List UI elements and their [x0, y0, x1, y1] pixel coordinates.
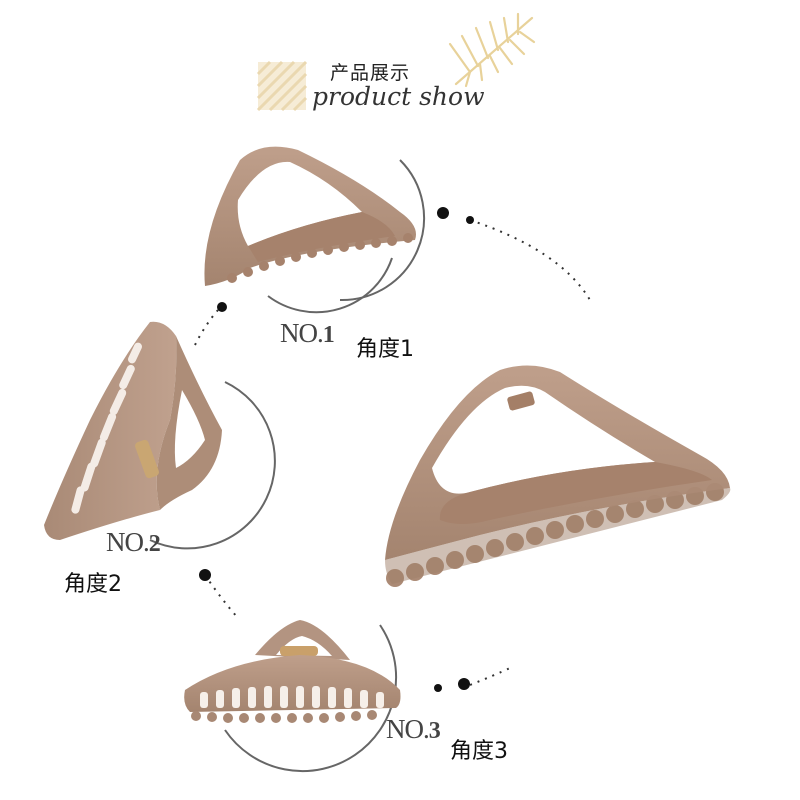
view-2-number-prefix: NO.	[106, 527, 150, 557]
view-2-number: NO.2	[106, 527, 161, 558]
hair-clip-view-2	[44, 321, 222, 540]
hair-clip-view-1	[204, 146, 416, 286]
connector-dots	[199, 207, 474, 692]
hair-clip-view-3	[184, 620, 401, 723]
view-1-number-prefix: NO.	[280, 318, 324, 348]
palm-leaf-decoration	[448, 12, 536, 88]
view-3-number-digit: 3	[428, 718, 441, 744]
view-2-angle-label: 角度2	[64, 572, 122, 597]
view-1-number-digit: 1	[322, 322, 335, 348]
view-1-number: NO.1	[280, 318, 335, 349]
section-title-en: product show	[312, 82, 485, 111]
view-3-number: NO.3	[386, 714, 441, 745]
hair-clip-main-view	[385, 365, 731, 587]
view-2-number-digit: 2	[148, 531, 161, 557]
section-title-cn: 产品展示	[330, 62, 411, 84]
view-3-angle-label: 角度3	[450, 739, 508, 764]
view-3-number-prefix: NO.	[386, 714, 430, 744]
view-rings	[149, 159, 425, 773]
dotted-connectors	[194, 219, 591, 686]
striped-square-decoration	[256, 60, 308, 112]
view-1-angle-label: 角度1	[356, 337, 414, 362]
